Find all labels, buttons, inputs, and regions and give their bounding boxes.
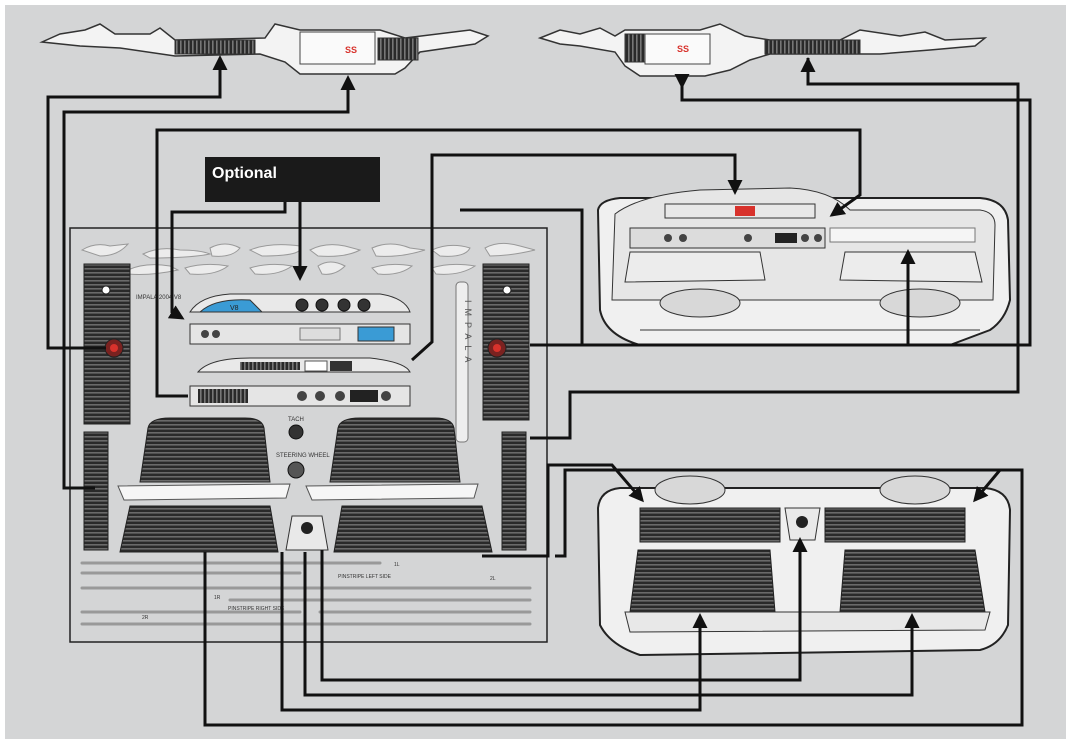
tag-2l: 2L bbox=[490, 576, 496, 582]
top-right-dash-panel: SS bbox=[537, 23, 988, 77]
badge-ss-left: SS bbox=[345, 45, 357, 55]
top-left-dash-panel: SS bbox=[39, 23, 490, 75]
pinstripe-right-label: PINSTRIPE RIGHT SIDE bbox=[228, 606, 285, 612]
dash-model-text: IMPALA 2004 V8 bbox=[136, 295, 182, 301]
right-door-speaker-panel bbox=[482, 263, 530, 421]
radio-panel-decal bbox=[189, 323, 411, 345]
left-door-speaker-panel bbox=[83, 263, 131, 425]
badge-ss-right: SS bbox=[677, 44, 689, 54]
gauge-v8-text: V8 bbox=[230, 305, 239, 312]
parts-sheet: IMPALA V8 IMPALA 2004 V8 bbox=[69, 227, 548, 643]
seat-back-left bbox=[117, 417, 291, 501]
rear-interior-assembly bbox=[596, 475, 1012, 657]
tach-label: TACH bbox=[288, 417, 304, 423]
right-small-grille bbox=[501, 431, 527, 551]
tag-1l: 1L bbox=[394, 562, 400, 568]
left-small-grille bbox=[83, 431, 109, 551]
tag-1r: 1R bbox=[214, 595, 221, 601]
seat-cushion-left bbox=[119, 505, 279, 553]
front-interior-assembly bbox=[596, 187, 1012, 346]
optional-label: Optional bbox=[212, 165, 277, 182]
impala-trim-strip: IMPALA bbox=[455, 281, 473, 443]
steering-wheel-decal bbox=[287, 461, 305, 479]
seat-cushion-right bbox=[333, 505, 493, 553]
console-decal bbox=[285, 515, 329, 551]
pinstripe-left-label: PINSTRIPE LEFT SIDE bbox=[338, 574, 392, 580]
optional-callout: Optional bbox=[205, 157, 380, 202]
tag-2r: 2R bbox=[142, 615, 149, 621]
steering-label: STEERING WHEEL bbox=[276, 453, 330, 459]
connector-lines bbox=[46, 55, 1032, 727]
seat-back-right bbox=[305, 417, 479, 501]
tach-decal bbox=[288, 424, 304, 440]
gauge-cluster-decal: V8 bbox=[189, 293, 411, 313]
car-silhouette-decals bbox=[80, 242, 536, 275]
impala-text: IMPALA bbox=[463, 300, 473, 368]
lower-dash-decal bbox=[189, 357, 411, 407]
